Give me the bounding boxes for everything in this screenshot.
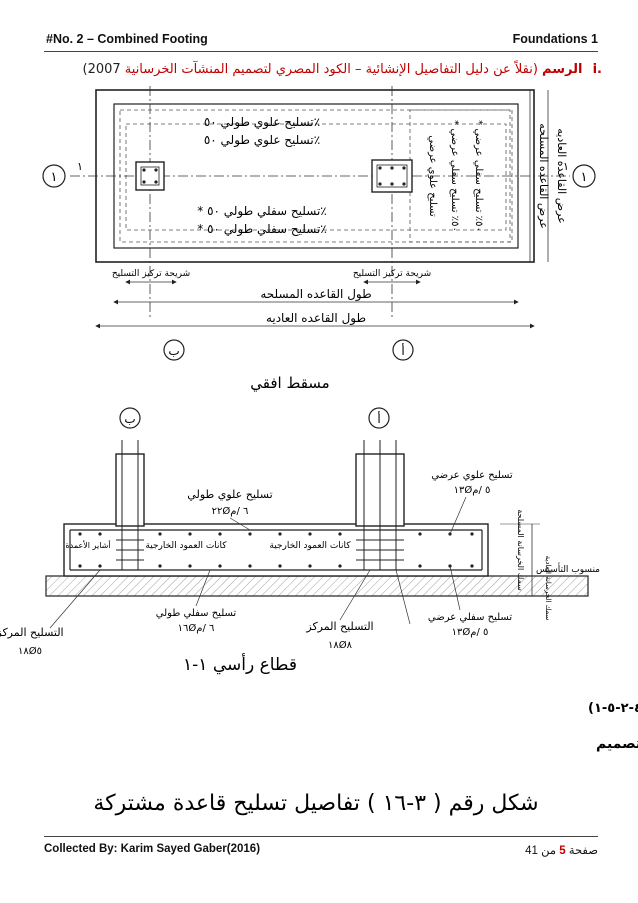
plan-caption: مسقط افقي bbox=[250, 374, 329, 393]
plan-view: ١ ١ ١ ١ تسليح علوي طولي ٥٠٪ تسليح علوي ط… bbox=[42, 86, 596, 393]
plan-axis-b-label: ب bbox=[168, 344, 179, 358]
plan-label-top-long-1: تسليح علوي طولي ٥٠٪ bbox=[204, 115, 320, 130]
plan-axis-label-right: ١ bbox=[581, 170, 588, 185]
section-axis-bubble-a bbox=[368, 407, 390, 429]
section-axis-bubble-b bbox=[119, 407, 141, 429]
footer-page: صفحة 5 من 41 bbox=[525, 843, 598, 857]
section-plain-concrete bbox=[45, 575, 589, 597]
section-title-main: الرسم bbox=[542, 62, 583, 77]
footer-of-word: من bbox=[541, 845, 557, 857]
plan-dim-plain-width: عرض القاعده العاديه bbox=[555, 128, 568, 223]
header-right: Foundations 1 bbox=[512, 32, 598, 46]
section-title: .i الرسم (نقلاً عن دليل التفاصيل الإنشائ… bbox=[82, 62, 602, 77]
note-bond-length: * بشرط استيفاء طول التماسك بند (٤-٢-٥-١) bbox=[588, 701, 638, 716]
section-label-conc-left: التسليح المركز bbox=[0, 626, 64, 639]
section-axis-b-label: ب bbox=[124, 412, 135, 426]
footer-page-total: 41 bbox=[525, 845, 538, 857]
section-label-conc-left-val: ١٨Ø٥ bbox=[18, 645, 42, 657]
plan-axis-tick-left: ١ bbox=[77, 160, 83, 173]
section-label-stirrups-left: كانات العمود الخارجية bbox=[145, 541, 227, 551]
section-label-bot-trans-val: ١٣Ø٥ /م bbox=[452, 626, 489, 638]
section-view: ب أ تسليح ع bbox=[0, 407, 600, 675]
footer-page-word: صفحة bbox=[568, 845, 598, 857]
section-title-sub: (نقلاً عن دليل التفاصيل الإنشائية – الكو… bbox=[124, 62, 538, 77]
section-year: 2007) bbox=[82, 62, 121, 77]
section-label-bot-long: تسليح سفلي طولي bbox=[156, 608, 237, 619]
header-left: #No. 2 – Combined Footing bbox=[46, 32, 208, 46]
plan-label-bot-long-2: * تسليح سفلي طولي ٥٠٪ bbox=[197, 222, 327, 237]
section-label-conc-right: التسليح المركز bbox=[305, 620, 373, 633]
plan-trans-zone bbox=[409, 109, 511, 243]
plan-label-bot-trans-1: * ٥٠٪ تسليح سفلي عرضي bbox=[449, 120, 460, 232]
plan-dim-plain-length: طول القاعده العاديه bbox=[266, 311, 366, 326]
figure-caption: شكل رقم ( ٣-١٦ ) تفاصيل تسليح قاعدة مشتر… bbox=[93, 791, 538, 816]
section-label-top-trans-val: ١٣Ø٥ /م bbox=[454, 484, 491, 496]
section-label-rc-thick: سمك الخرسانة المسلحة bbox=[516, 509, 525, 591]
section-label-stirrups-right: كانات العمود الخارجية bbox=[269, 541, 351, 551]
section-label-top-long-val: ٢٢Ø٦ /م bbox=[212, 505, 249, 517]
footer-credit: Collected By: Karim Sayed Gaber(2016) bbox=[44, 843, 261, 855]
plan-axis-bubble-a bbox=[392, 339, 414, 361]
section-label-bot-trans: تسليح سفلي عرضي bbox=[428, 612, 512, 623]
section-label-found-level: منسوب التأسيس bbox=[536, 562, 600, 575]
plan-axis-label-left: ١ bbox=[51, 170, 58, 185]
section-label-plain-thick: سمك الخرسانة العادية bbox=[544, 556, 552, 621]
plan-axis-bubble-right bbox=[572, 164, 596, 188]
section-label-conc-right-val: ١٨Ø٨ bbox=[328, 639, 353, 651]
plan-axis-a-label: أ bbox=[401, 343, 404, 358]
section-label-dowels: أشاير الأعمدة bbox=[65, 540, 110, 550]
plan-axis-bubble-left bbox=[42, 164, 66, 188]
plan-label-top-long-2: تسليح علوي طولي ٥٠٪ bbox=[204, 133, 320, 148]
plan-column-right bbox=[371, 159, 413, 193]
header-rule bbox=[44, 51, 598, 52]
plan-label-bot-long-1: * تسليح سفلي طولي ٥٠٪ bbox=[197, 204, 327, 219]
plan-axis-tick-right: ١ bbox=[563, 160, 569, 173]
plan-dim-rc-width: عرض القاعده المسلحه bbox=[537, 123, 550, 229]
note-bar-diameters: اقطار وعدد اسياخ التسليح توضيحيه ويتم تح… bbox=[596, 736, 638, 752]
section-label-top-trans: تسليح علوي عرضي bbox=[431, 470, 513, 481]
section-column-left bbox=[115, 453, 145, 527]
plan-rebar-inner bbox=[125, 123, 507, 231]
plan-axis-bubble-b bbox=[163, 339, 185, 361]
section-number: .i bbox=[592, 62, 602, 77]
footer-page-number: 5 bbox=[559, 845, 566, 857]
section-caption: قطاع رأسي ١-١ bbox=[183, 653, 297, 675]
plan-dim-rc-length: طول القاعده المسلحه bbox=[260, 287, 371, 302]
plan-strip-left: شريحة تركيز التسليح bbox=[112, 269, 190, 279]
section-trans-bars bbox=[78, 532, 474, 568]
section-label-bot-long-val: ١٦Ø٦ /م bbox=[178, 622, 215, 634]
plan-label-top-trans: تسليح علوي عرضي bbox=[427, 135, 438, 217]
plan-column-left bbox=[135, 161, 165, 191]
plan-label-bot-trans-2: * ٥٠٪ تسليح سفلي عرضي bbox=[473, 120, 484, 232]
section-label-top-long: تسليح علوي طولي bbox=[187, 488, 272, 501]
footer-rule bbox=[44, 836, 598, 837]
section-axis-a-label: أ bbox=[377, 411, 380, 426]
plan-strip-right: شريحة تركيز التسليح bbox=[353, 269, 431, 279]
